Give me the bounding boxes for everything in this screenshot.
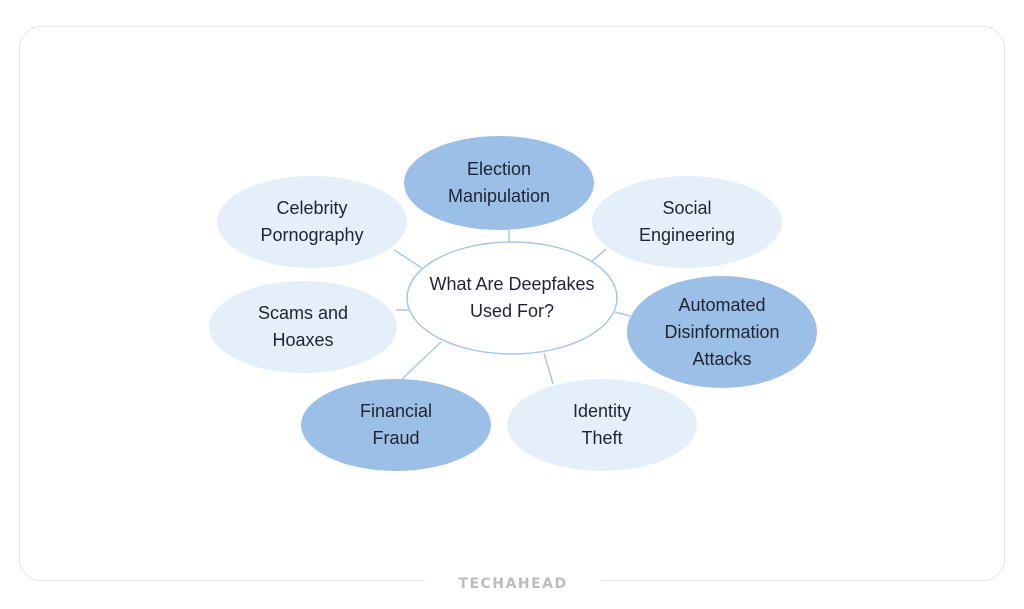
connectors <box>393 230 631 385</box>
node-label-scams-and-hoaxes: Scams and Hoaxes <box>257 303 349 350</box>
node-shape-election-manipulation <box>404 136 594 230</box>
node-shape-celebrity-pornography <box>217 176 407 268</box>
center-node: What Are Deepfakes Used For? <box>407 242 617 354</box>
node-label-automated-disinformation-attacks: Automated Disinformation Attacks <box>664 294 780 369</box>
node-label-financial-fraud: Financial Fraud <box>359 401 433 448</box>
connector-social-engineering <box>589 248 607 264</box>
node-financial-fraud: Financial Fraud <box>301 379 491 471</box>
node-shape-financial-fraud <box>301 379 491 471</box>
node-label-identity-theft: Identity Theft <box>572 401 632 448</box>
node-shape-social-engineering <box>592 176 782 268</box>
connector-celebrity-pornography <box>393 249 423 269</box>
center-node-label: What Are Deepfakes Used For? <box>429 274 595 321</box>
node-scams-and-hoaxes: Scams and Hoaxes <box>209 281 397 373</box>
node-label-celebrity-pornography: Celebrity Pornography <box>260 198 364 245</box>
node-shape-scams-and-hoaxes <box>209 281 397 373</box>
watermark-gap <box>425 574 601 590</box>
connector-identity-theft <box>543 352 554 385</box>
node-identity-theft: Identity Theft <box>507 379 697 471</box>
connector-automated-disinformation-attacks <box>614 311 631 317</box>
node-automated-disinformation-attacks: Automated Disinformation Attacks <box>627 276 817 388</box>
connector-financial-fraud <box>401 341 442 380</box>
node-election-manipulation: Election Manipulation <box>404 136 594 230</box>
node-label-social-engineering: Social Engineering <box>638 198 736 245</box>
brand-watermark: TECHAHEAD <box>458 576 568 592</box>
node-celebrity-pornography: Celebrity Pornography <box>217 176 407 268</box>
node-shape-identity-theft <box>507 379 697 471</box>
node-shapes <box>209 136 817 471</box>
node-shape-automated-disinformation-attacks <box>627 276 817 388</box>
center-node-shape <box>406 241 618 355</box>
node-social-engineering: Social Engineering <box>592 176 782 268</box>
node-label-election-manipulation: Election Manipulation <box>447 159 551 206</box>
